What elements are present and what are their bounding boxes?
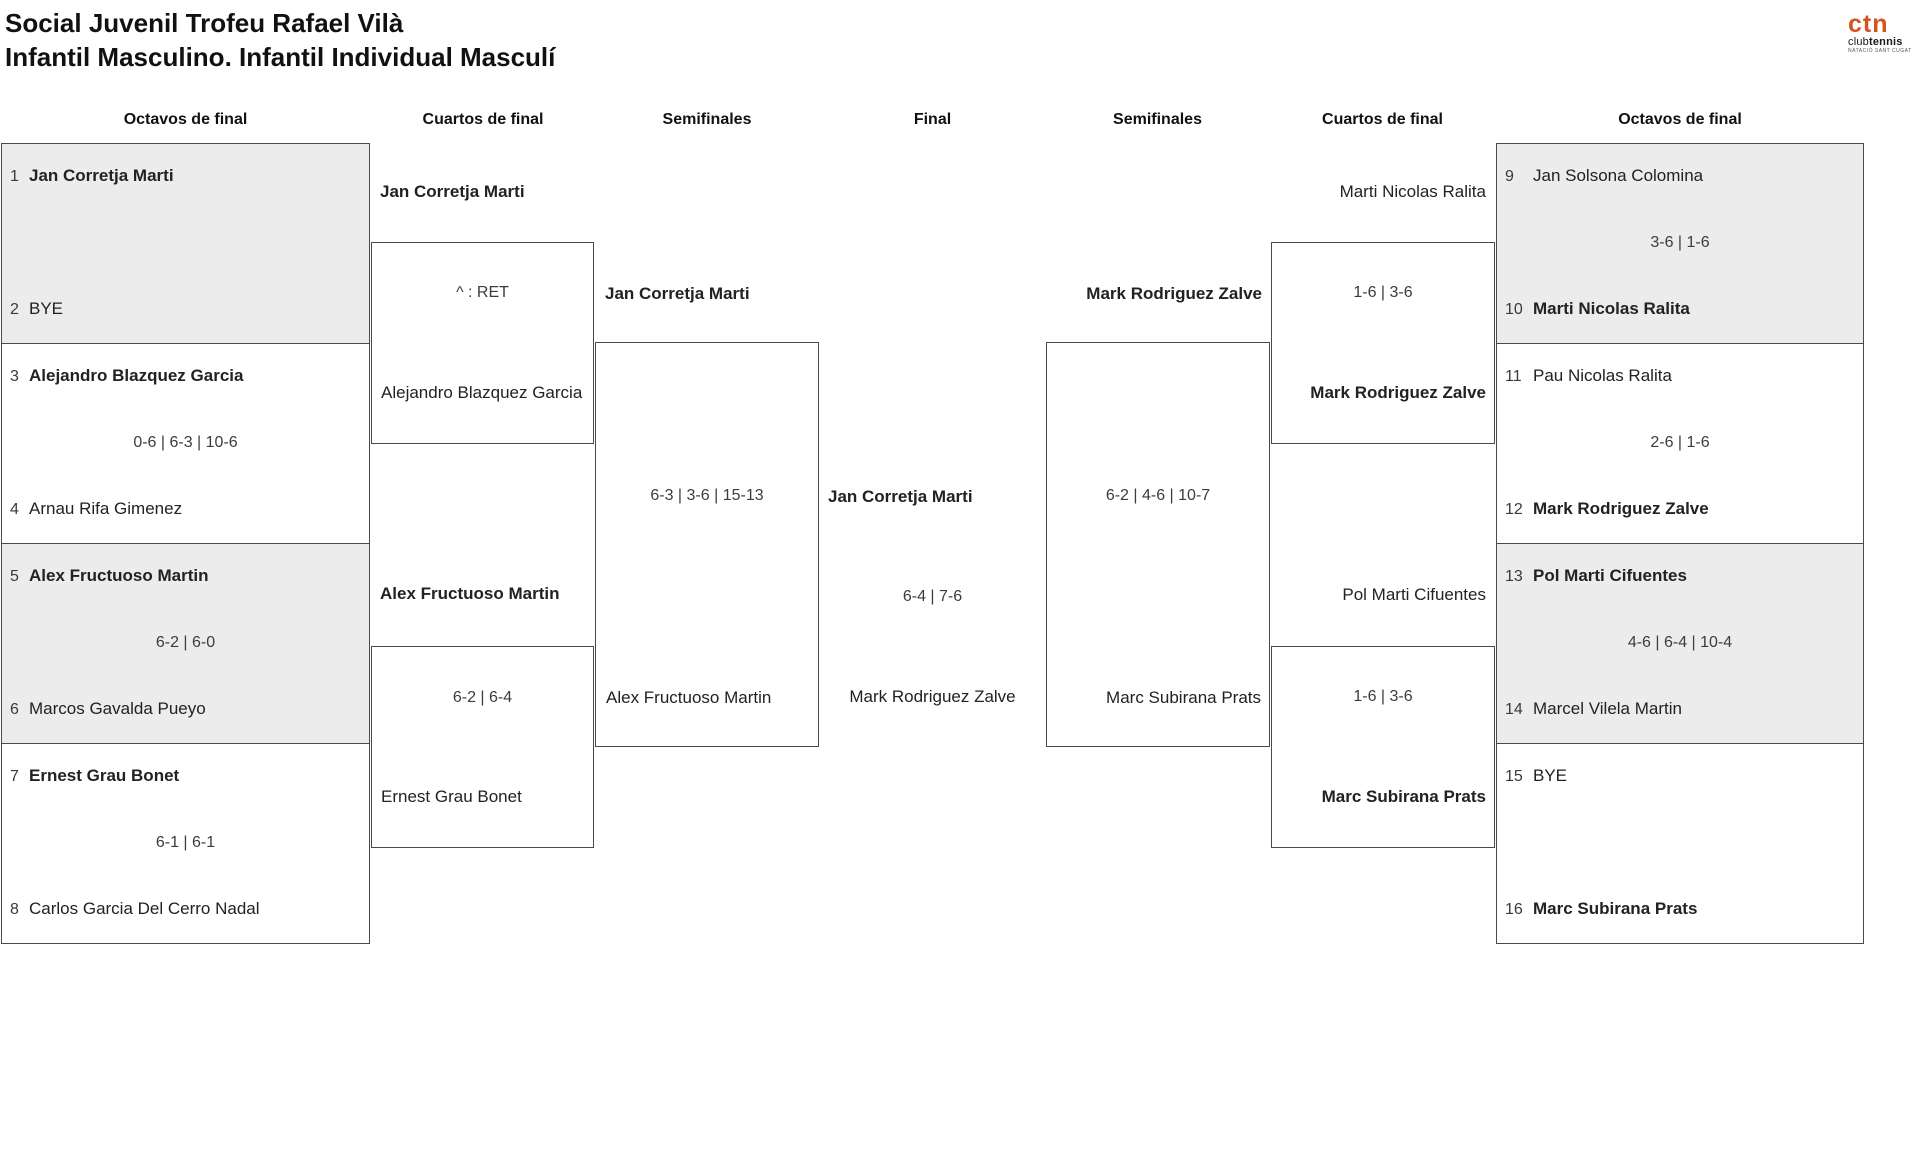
player-name: Marcel Vilela Martin — [1533, 699, 1682, 718]
match-score: 2-6 | 1-6 — [1650, 434, 1710, 451]
player-name-winner: Pol Marti Cifuentes — [1533, 566, 1687, 585]
seed-number: 3 — [10, 368, 19, 385]
player-name-winner: Ernest Grau Bonet — [29, 766, 180, 785]
seed-number: 10 — [1505, 301, 1523, 318]
seed-number: 4 — [10, 501, 19, 518]
player-name-winner: Marc Subirana Prats — [1321, 787, 1486, 806]
advancing-player-semis-l: Jan Corretja Marti — [605, 284, 750, 303]
player-name: Alejandro Blazquez Garcia — [381, 383, 583, 402]
match-box-octavos-l2: 3 Alejandro Blazquez Garcia 0-6 | 6-3 | … — [1, 343, 370, 544]
player-name-winner: Alejandro Blazquez Garcia — [29, 366, 244, 385]
match-box-cuartos-r2: 1-6 | 3-6 Marc Subirana Prats — [1271, 646, 1495, 848]
match-score: 0-6 | 6-3 | 10-6 — [133, 434, 238, 451]
match-score: 6-2 | 6-4 — [452, 689, 513, 706]
match-box-semis-l: 6-3 | 3-6 | 15-13 Alex Fructuoso Martin — [595, 342, 819, 747]
match-score: 6-2 | 4-6 | 10-7 — [1105, 487, 1211, 504]
player-name: BYE — [29, 299, 64, 318]
player-name: Carlos Garcia Del Cerro Nadal — [29, 899, 260, 918]
round-header-octavos-left: Octavos de final — [123, 111, 248, 128]
round-header-cuartos-right: Cuartos de final — [1322, 111, 1443, 128]
final-score: 6-4 | 7-6 — [902, 588, 963, 605]
match-score: 4-6 | 6-4 | 10-4 — [1627, 634, 1733, 651]
player-name: Alex Fructuoso Martin — [606, 688, 772, 707]
match-box-octavos-r4: 15 BYE 16 Marc Subirana Prats — [1496, 743, 1864, 944]
round-header-semis-right: Semifinales — [1113, 111, 1202, 128]
club-logo: ctn clubtennis NATACIÓ SANT CUGAT — [1848, 12, 1912, 55]
seed-number: 9 — [1505, 168, 1514, 185]
page-title: Social Juvenil Trofeu Rafael Vilà Infant… — [5, 6, 555, 74]
match-box-cuartos-l2: 6-2 | 6-4 Ernest Grau Bonet — [371, 646, 594, 848]
seed-number: 12 — [1505, 501, 1523, 518]
seed-number: 11 — [1505, 368, 1522, 385]
wordmark-tennis: tennis — [1868, 36, 1903, 48]
player-name: Marcos Gavalda Pueyo — [29, 699, 206, 718]
match-score: 1-6 | 3-6 — [1353, 284, 1413, 301]
match-score: 6-2 | 6-0 — [155, 634, 216, 651]
player-name: Marc Subirana Prats — [1106, 688, 1261, 707]
retirement-note: ^ : RET — [456, 284, 509, 301]
round-header-cuartos-left: Cuartos de final — [422, 111, 544, 128]
wordmark-club: club — [1848, 36, 1869, 48]
seed-number: 2 — [10, 301, 19, 318]
advancing-player-cuartos-l1: Jan Corretja Marti — [380, 182, 525, 201]
match-score: 3-6 | 1-6 — [1650, 234, 1710, 251]
match-box-octavos-l3: 5 Alex Fructuoso Martin 6-2 | 6-0 6 Marc… — [1, 543, 370, 744]
player-name-winner: Jan Corretja Marti — [29, 166, 174, 185]
player-name-winner: Mark Rodriguez Zalve — [1533, 499, 1709, 518]
match-box-semis-r: 6-2 | 4-6 | 10-7 Marc Subirana Prats — [1046, 342, 1270, 747]
match-box-octavos-l1: 1 Jan Corretja Marti 2 BYE — [1, 143, 370, 344]
club-tagline: NATACIÓ SANT CUGAT — [1848, 48, 1912, 54]
round-header-semis-left: Semifinales — [662, 111, 752, 128]
seed-number: 5 — [10, 568, 19, 585]
tournament-title-line1: Social Juvenil Trofeu Rafael Vilà — [5, 8, 404, 38]
match-box-octavos-r2: 11 Pau Nicolas Ralita 2-6 | 1-6 12 Mark … — [1496, 343, 1864, 544]
seed-number: 6 — [10, 701, 19, 718]
match-box-cuartos-l1: ^ : RET Alejandro Blazquez Garcia — [371, 242, 594, 444]
player-name-winner: Mark Rodriguez Zalve — [1310, 383, 1486, 402]
seed-number: 14 — [1505, 701, 1523, 718]
seed-number: 8 — [10, 901, 19, 918]
player-name: Arnau Rifa Gimenez — [29, 499, 183, 518]
player-name: Ernest Grau Bonet — [381, 787, 522, 806]
seed-number: 15 — [1505, 768, 1523, 785]
seed-number: 1 — [10, 168, 19, 185]
match-score: 1-6 | 3-6 — [1353, 688, 1413, 705]
player-name-winner: Marti Nicolas Ralita — [1533, 299, 1690, 318]
match-box-octavos-r1: 9 Jan Solsona Colomina 3-6 | 1-6 10 Mart… — [1496, 143, 1864, 344]
entrant-player-cuartos-r1: Marti Nicolas Ralita — [1339, 182, 1486, 201]
player-name: Pau Nicolas Ralita — [1533, 366, 1672, 385]
seed-number: 13 — [1505, 568, 1523, 585]
club-tennis-wordmark: clubtennis — [1848, 36, 1912, 48]
match-score: 6-3 | 3-6 | 15-13 — [650, 487, 764, 504]
advancing-player-cuartos-l2: Alex Fructuoso Martin — [380, 584, 560, 603]
player-name-winner: Alex Fructuoso Martin — [29, 566, 209, 585]
match-box-octavos-r3: 13 Pol Marti Cifuentes 4-6 | 6-4 | 10-4 … — [1496, 543, 1864, 744]
entrant-player-cuartos-r2: Pol Marti Cifuentes — [1342, 585, 1486, 604]
match-score: 6-1 | 6-1 — [155, 834, 216, 851]
round-header-final: Final — [913, 111, 952, 128]
round-header-octavos-right: Octavos de final — [1618, 111, 1742, 128]
ctn-logo-mark-icon: ctn — [1848, 10, 1889, 38]
seed-number: 7 — [10, 768, 19, 785]
seed-number: 16 — [1505, 901, 1523, 918]
match-box-octavos-l4: 7 Ernest Grau Bonet 6-1 | 6-1 8 Carlos G… — [1, 743, 370, 944]
player-name: BYE — [1533, 766, 1568, 785]
player-name: Jan Solsona Colomina — [1533, 166, 1704, 185]
tournament-title-line2: Infantil Masculino. Infantil Individual … — [5, 42, 556, 72]
player-name-winner: Marc Subirana Prats — [1533, 899, 1698, 918]
final-runner-up: Mark Rodriguez Zalve — [849, 687, 1016, 706]
final-winner: Jan Corretja Marti — [828, 487, 973, 506]
match-box-cuartos-r1: 1-6 | 3-6 Mark Rodriguez Zalve — [1271, 242, 1495, 444]
advancing-player-semis-r: Mark Rodriguez Zalve — [1086, 284, 1262, 303]
